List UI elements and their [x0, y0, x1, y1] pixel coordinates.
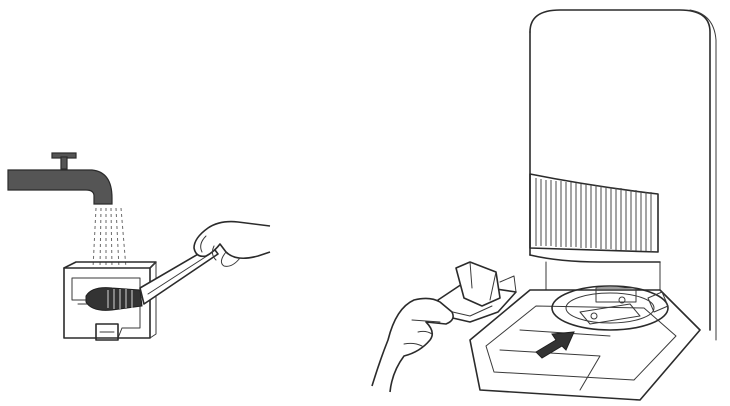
dock-vent-grille [530, 174, 658, 252]
hand-icon [372, 298, 453, 392]
